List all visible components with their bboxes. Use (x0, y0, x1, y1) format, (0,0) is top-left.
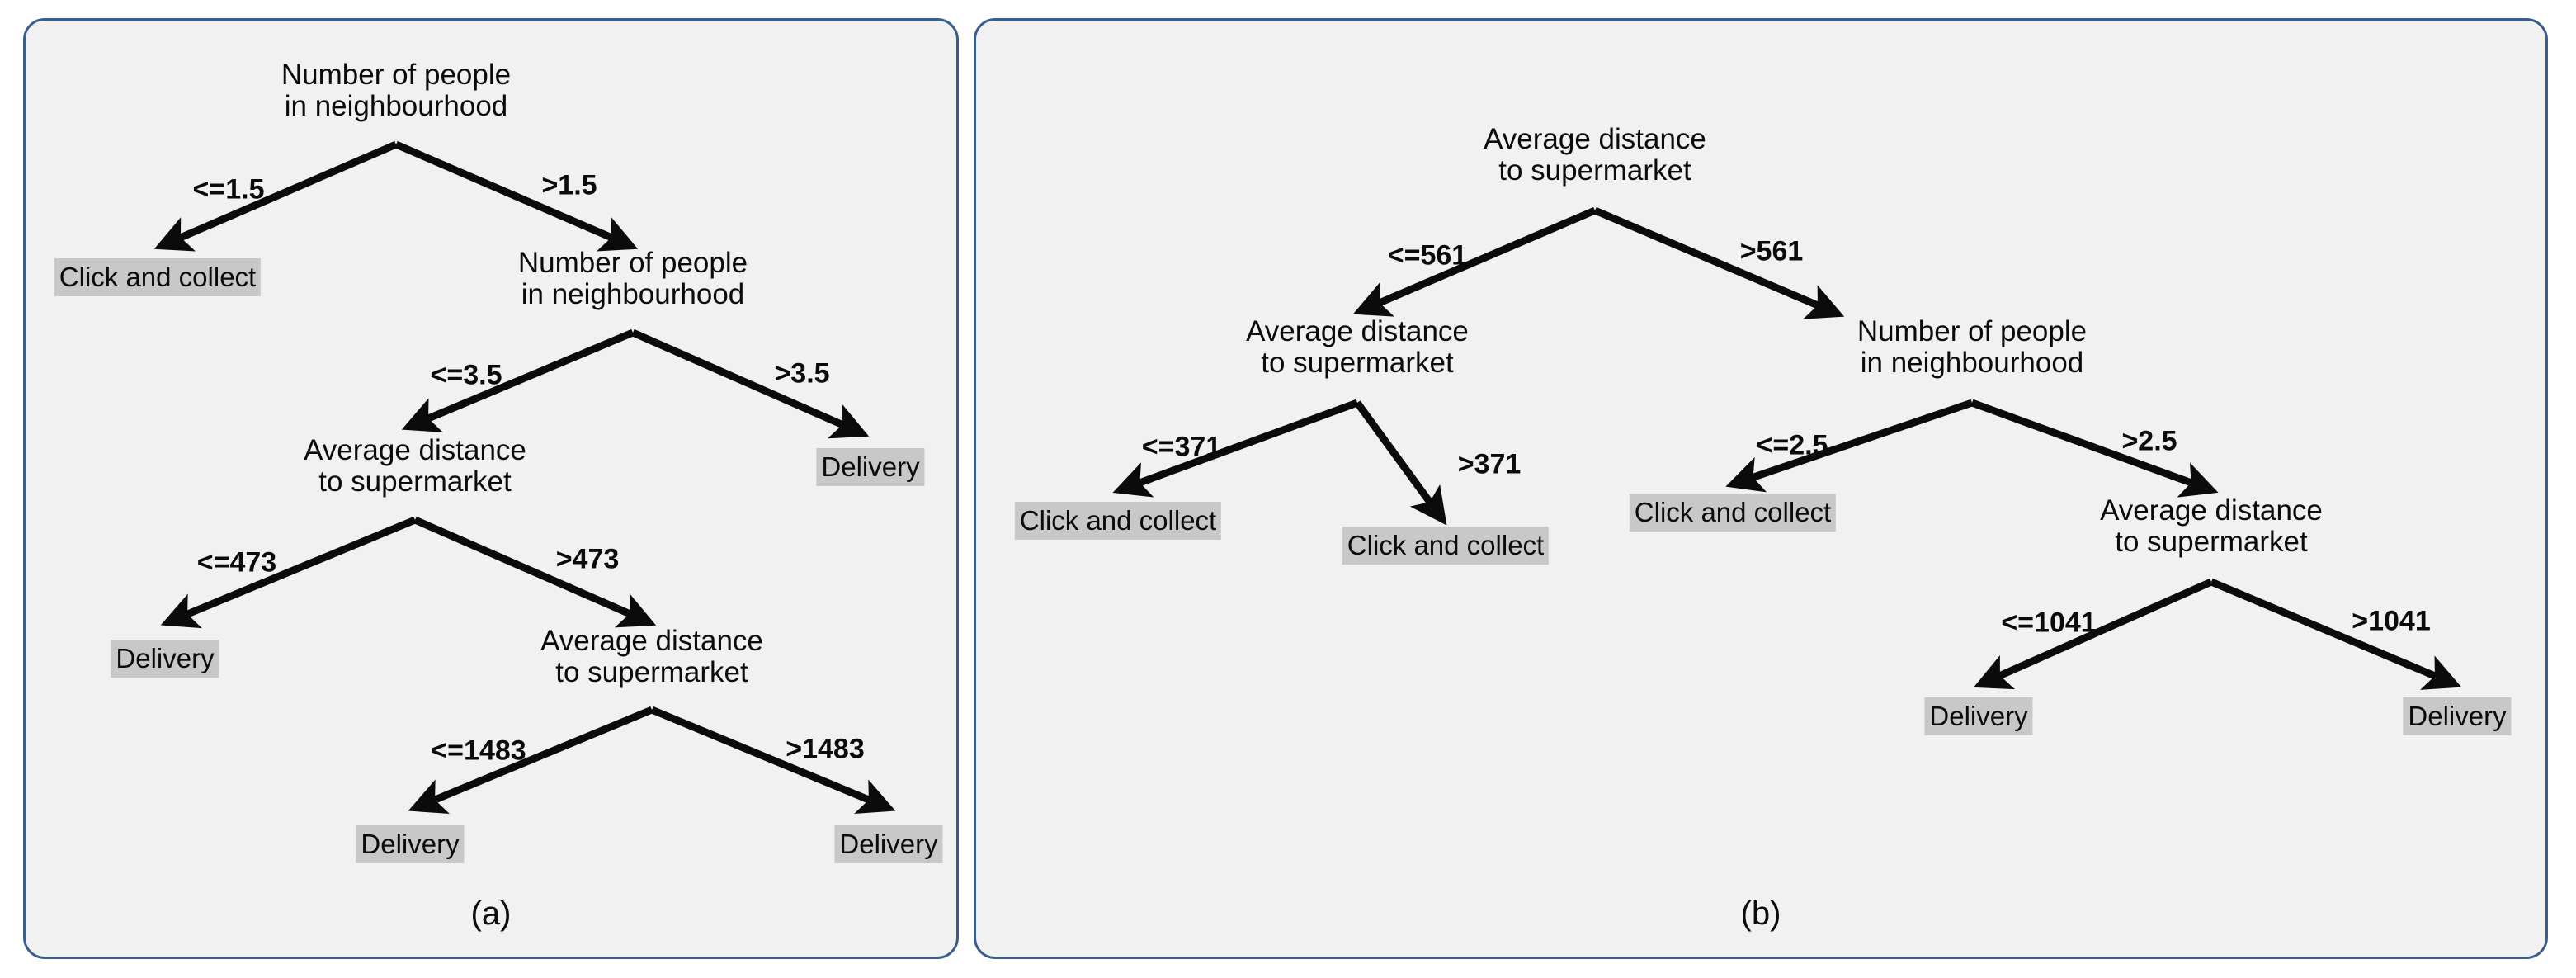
leaf-node: Delivery (111, 640, 219, 678)
decision-node-line1: Average distance (304, 434, 526, 466)
tree-edge (1725, 399, 1974, 493)
panel-caption-a: (a) (470, 895, 512, 932)
edge-label: >473 (555, 543, 620, 575)
decision-node-line2: to supermarket (555, 655, 748, 688)
decision-node-line1: Average distance (1246, 315, 1469, 347)
edge-label: <=1041 (2001, 607, 2097, 639)
decision-node-line2: to supermarket (2115, 525, 2308, 558)
leaf-node: Delivery (356, 825, 465, 864)
tree-edge (631, 328, 870, 439)
tree-edge (1593, 206, 1845, 319)
decision-node-line2: in neighbourhood (521, 277, 745, 310)
leaf-node: Delivery (834, 825, 943, 864)
edge-label: >1041 (2352, 605, 2431, 637)
edge-label: <=473 (196, 546, 277, 579)
edge-label: <=3.5 (430, 359, 502, 391)
decision-node-line1: Average distance (540, 625, 763, 657)
decision-node-line1: Average distance (1484, 123, 1706, 155)
edge-label: <=2.5 (1756, 429, 1828, 461)
tree-edge (2210, 578, 2462, 690)
decision-node-line2: in neighbourhood (284, 89, 508, 122)
decision-node-line1: Average distance (2100, 494, 2323, 527)
tree-edge (153, 140, 398, 252)
tree-edge (1354, 400, 1447, 526)
edge-label: >2.5 (2121, 425, 2177, 457)
edge-label: <=371 (1141, 431, 1222, 463)
edge-label: <=1483 (431, 735, 526, 767)
tree-edge (1352, 206, 1597, 317)
leaf-node: Delivery (816, 448, 925, 487)
leaf-node: Delivery (1924, 697, 2033, 736)
tree-edge (1970, 399, 2219, 498)
decision-node-line2: to supermarket (1261, 346, 1454, 379)
edge-label: >1483 (786, 733, 865, 765)
decision-node-line2: to supermarket (1498, 154, 1691, 187)
tree-edge (1973, 578, 2213, 690)
tree-edge (650, 706, 896, 815)
leaf-node: Click and collect (1629, 494, 1837, 532)
edge-label: >371 (1457, 448, 1522, 480)
panel-a (23, 18, 959, 959)
edge-label: >1.5 (541, 169, 597, 201)
tree-edge (413, 516, 657, 628)
edge-label: >3.5 (774, 357, 830, 390)
edge-label: >561 (1739, 235, 1804, 267)
panel-caption-b: (b) (1740, 895, 1781, 932)
tree-edge (1112, 399, 1359, 498)
decision-node-line1: Number of people (281, 59, 512, 91)
leaf-node: Click and collect (1014, 502, 1222, 541)
decision-node-line1: Number of people (1857, 315, 2088, 347)
edge-label: <=561 (1387, 239, 1468, 272)
leaf-node: Click and collect (1342, 527, 1550, 565)
decision-node-line1: Number of people (517, 247, 748, 279)
tree-edge (401, 328, 635, 432)
decision-node-line2: to supermarket (318, 465, 512, 498)
tree-edge (160, 516, 417, 629)
leaf-node: Click and collect (54, 258, 262, 297)
edge-label: <=1.5 (192, 173, 265, 206)
decision-node-line2: in neighbourhood (1860, 346, 2084, 379)
tree-edge (408, 706, 653, 815)
leaf-node: Delivery (2403, 697, 2512, 736)
tree-edge (394, 140, 639, 252)
